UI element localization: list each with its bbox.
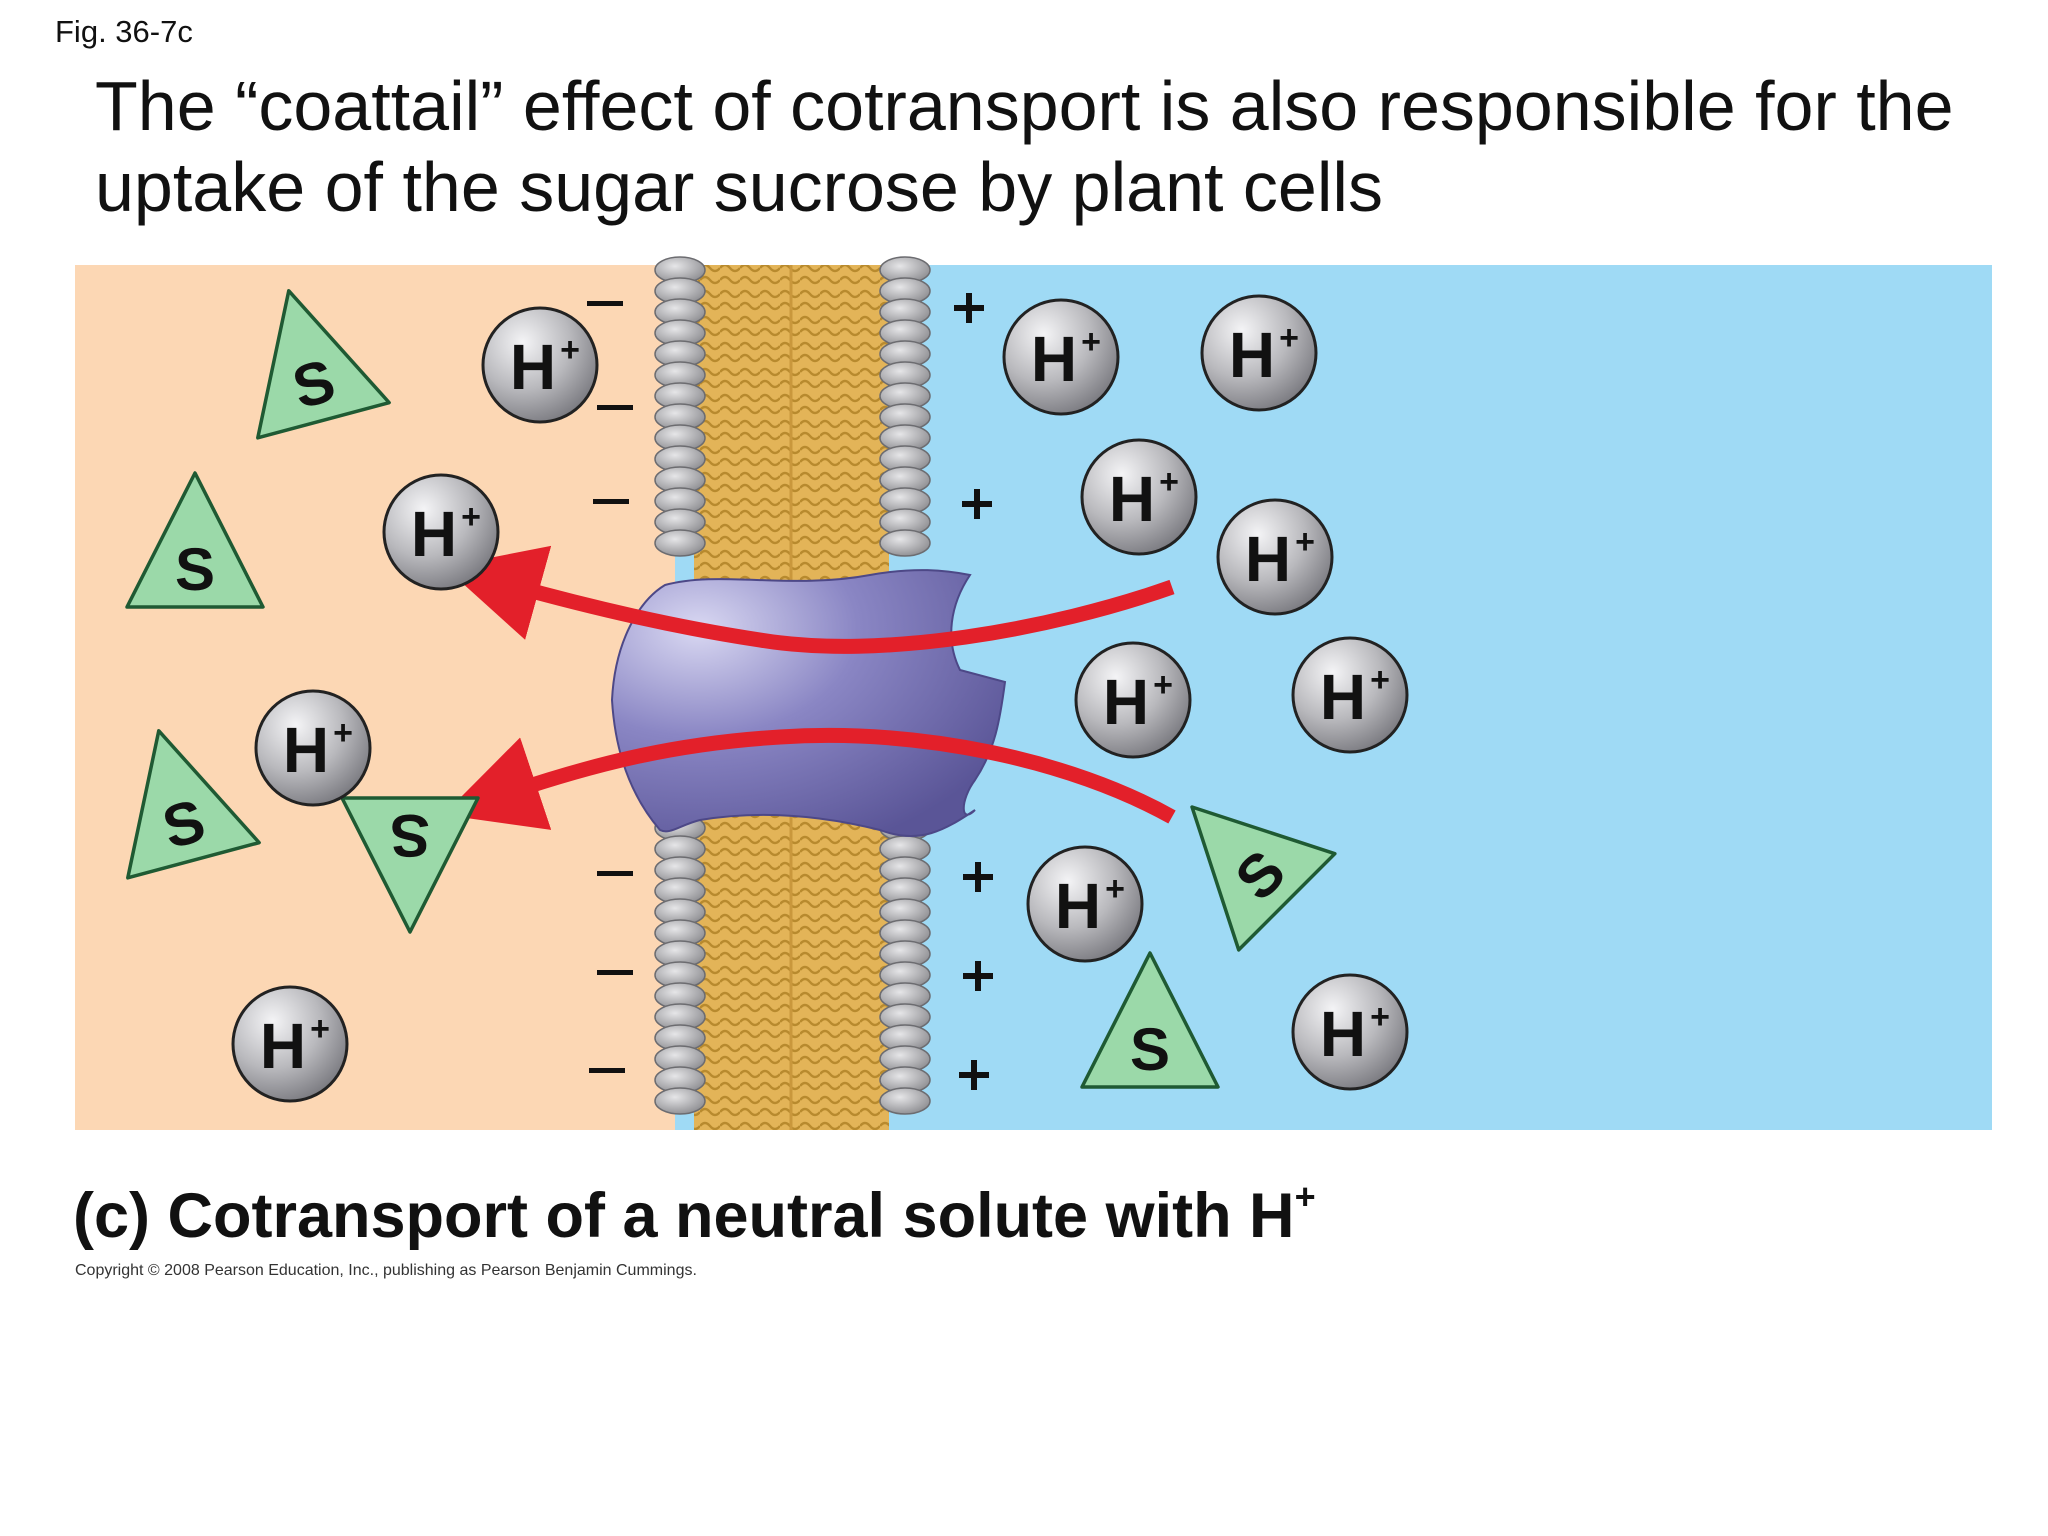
proton-charge-label: + — [1105, 870, 1125, 908]
positive-charge — [963, 862, 993, 892]
solute-label: S — [175, 536, 215, 603]
proton-ion: H+ — [1200, 294, 1318, 412]
proton-label: H — [1245, 523, 1291, 595]
proton-charge-label: + — [1153, 666, 1173, 704]
negative-charge — [597, 970, 633, 975]
proton-ion: H+ — [1080, 438, 1198, 556]
proton-charge-label: + — [310, 1010, 330, 1048]
proton-ions: H+H+H+H+H+H+H+H+H+H+H+H+ — [231, 294, 1409, 1103]
phospholipid-head — [879, 1087, 931, 1115]
solute-triangle: S — [1080, 951, 1220, 1089]
proton-charge-label: + — [1295, 523, 1315, 561]
proton-ion: H+ — [1026, 845, 1144, 963]
phospholipid-heads — [654, 256, 931, 1115]
positive-charge — [963, 961, 993, 991]
negative-charge — [597, 405, 633, 410]
slide-title: The “coattail” effect of cotransport is … — [95, 67, 1954, 226]
proton-charge-label: + — [1370, 661, 1390, 699]
proton-ion: H+ — [231, 985, 349, 1103]
caption-superscript: + — [1294, 1176, 1316, 1217]
proton-charge-label: + — [560, 331, 580, 369]
positive-charges — [954, 293, 993, 1090]
transport-protein — [610, 569, 1007, 838]
proton-label: H — [1031, 323, 1077, 395]
proton-label: H — [411, 498, 457, 570]
phospholipid-head — [654, 1087, 706, 1115]
solute-label: S — [1130, 1016, 1170, 1083]
proton-ion: H+ — [1291, 973, 1409, 1091]
figure-caption: (c) Cotransport of a neutral solute with… — [73, 1176, 1316, 1252]
proton-ion: H+ — [1074, 641, 1192, 759]
solute-flow-arrow — [443, 728, 1176, 830]
solute-triangle: S — [126, 729, 261, 880]
solute-label: S — [390, 802, 430, 869]
proton-ion: H+ — [1291, 636, 1409, 754]
solute-triangle: S — [340, 796, 480, 934]
proton-charge-label: + — [333, 714, 353, 752]
caption-text: (c) Cotransport of a neutral solute with… — [73, 1181, 1295, 1251]
proton-charge-label: + — [1370, 998, 1390, 1036]
phospholipid-head — [654, 529, 706, 557]
proton-label: H — [1055, 870, 1101, 942]
proton-flow-arrow — [444, 545, 1175, 654]
positive-charge — [954, 293, 984, 323]
negative-charge — [597, 871, 633, 876]
proton-label: H — [260, 1010, 306, 1082]
proton-charge-label: + — [1081, 323, 1101, 361]
negative-charges — [587, 301, 633, 1073]
proton-ion: H+ — [1216, 498, 1334, 616]
proton-label: H — [1109, 463, 1155, 535]
solute-triangle: S — [256, 289, 391, 440]
positive-charge — [962, 489, 992, 519]
negative-charge — [589, 1068, 625, 1073]
proton-charge-label: + — [1159, 463, 1179, 501]
solute-triangle: S — [125, 471, 265, 609]
proton-ion: H+ — [481, 306, 599, 424]
negative-charge — [587, 301, 623, 306]
positive-charge — [959, 1060, 989, 1090]
phospholipid-head — [879, 529, 931, 557]
proton-label: H — [1320, 661, 1366, 733]
solute-triangle: S — [1190, 805, 1337, 952]
proton-label: H — [1229, 319, 1275, 391]
proton-charge-label: + — [461, 498, 481, 536]
proton-label: H — [283, 714, 329, 786]
negative-charge — [593, 499, 629, 504]
proton-label: H — [1320, 998, 1366, 1070]
proton-ion: H+ — [254, 689, 372, 807]
proton-label: H — [510, 331, 556, 403]
proton-ion: H+ — [1002, 298, 1120, 416]
proton-charge-label: + — [1279, 319, 1299, 357]
proton-label: H — [1103, 666, 1149, 738]
figure-label: Fig. 36-7c — [55, 14, 193, 49]
copyright-notice: Copyright © 2008 Pearson Education, Inc.… — [75, 1262, 697, 1279]
proton-ion: H+ — [382, 473, 500, 591]
